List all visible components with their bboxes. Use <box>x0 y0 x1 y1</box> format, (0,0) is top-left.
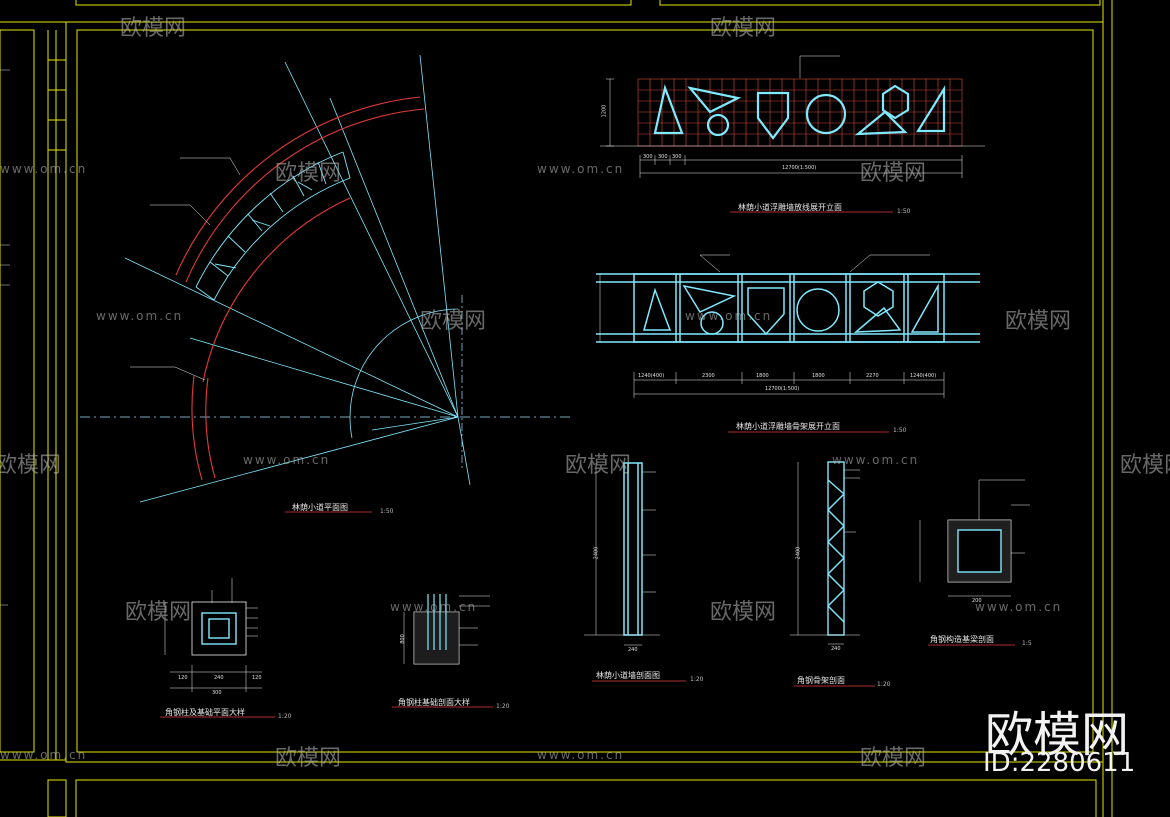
wall-section-scale: 1:20 <box>690 676 704 683</box>
watermark-url: www.om.cn <box>243 453 331 467</box>
wall-section-title: 林荫小道墙剖面图 <box>596 671 660 680</box>
elev2-seg-dim: 1240(400) <box>910 373 937 379</box>
plan-leader-lines <box>130 157 241 381</box>
watermark-brand: 欧模网 <box>710 16 777 41</box>
beam-section-title: 角钢构造基梁剖面 <box>930 635 994 644</box>
elev1-dim-lines <box>600 55 985 178</box>
elev1-title: 林荫小道浮雕墙放线展开立面 <box>738 203 842 212</box>
column-plan-dim: 300 <box>212 690 222 696</box>
column-section-scale: 1:20 <box>877 681 891 688</box>
foundation-section <box>392 594 493 708</box>
watermark-url: www.om.cn <box>537 162 625 176</box>
elev1-total-dim: 12700(1:500) <box>782 165 817 171</box>
column-section <box>790 461 875 687</box>
watermark-brand: 欧模网 <box>0 453 62 478</box>
column-plan-title: 角钢柱及基础平面大样 <box>165 708 245 717</box>
plan-walkway-red <box>175 96 425 481</box>
elev1-shapes <box>653 84 946 140</box>
beam-section-width-dim: 200 <box>972 598 982 604</box>
elev2-total-dim: 12700(1:500) <box>765 386 800 392</box>
watermark-url: www.om.cn <box>975 600 1063 614</box>
left-sheet-fragments <box>0 69 10 606</box>
elev1-seg-dim: 300 <box>643 154 653 160</box>
foundation-scale: 1:20 <box>496 703 510 710</box>
watermark-brand: 欧模网 <box>275 161 342 186</box>
elev2-seg-dim: 1240(400) <box>638 373 665 379</box>
wall-section <box>584 462 686 682</box>
plan-drawing <box>80 54 570 513</box>
elevation-2 <box>596 254 980 433</box>
column-section-title: 角钢骨架剖面 <box>797 676 845 685</box>
elev2-title: 林荫小道浮雕墙骨架展开立面 <box>736 422 840 431</box>
wall-section-height-dim: 2400 <box>593 546 600 560</box>
watermark-url: www.om.cn <box>537 748 625 762</box>
top-sheet-edges <box>75 0 1101 817</box>
watermark-brand: 欧模网 <box>1005 309 1072 334</box>
elev2-seg-dim: 1800 <box>756 373 769 379</box>
watermark-brand: 欧模网 <box>710 600 777 625</box>
watermark-url: www.om.cn <box>0 162 88 176</box>
image-id-text: ID:2280611 <box>983 748 1136 778</box>
elev2-scale: 1:50 <box>893 427 907 434</box>
elev2-seg-dim: 2300 <box>702 373 715 379</box>
beam-section <box>919 479 1030 646</box>
column-base-plan <box>160 578 275 718</box>
beam-section-scale: 1:5 <box>1022 640 1032 647</box>
watermark-brand: 欧模网 <box>1120 453 1170 478</box>
elev1-grid <box>637 78 963 147</box>
brand-logo-text: 欧模网 <box>985 707 1130 763</box>
column-plan-scale: 1:20 <box>278 713 292 720</box>
watermark-url: www.om.cn <box>0 748 88 762</box>
foundation-height-dim: 800 <box>399 634 406 644</box>
column-plan-dim: 120 <box>252 675 262 681</box>
elev1-scale: 1:50 <box>897 208 911 215</box>
column-plan-dim: 240 <box>214 675 224 681</box>
plan-wall-cyan <box>195 151 351 301</box>
watermark-brand: 欧模网 <box>860 161 927 186</box>
column-section-width-dim: 240 <box>831 646 841 652</box>
elev1-seg-dim: 300 <box>672 154 682 160</box>
elev2-seg-dim: 2270 <box>866 373 879 379</box>
elevation-1 <box>600 55 985 213</box>
left-title-strip <box>0 29 67 817</box>
elev1-seg-dim: 300 <box>658 154 668 160</box>
watermark-brand: 欧模网 <box>420 309 487 334</box>
column-section-height-dim: 2400 <box>795 546 802 560</box>
plan-radial-lines <box>124 54 471 503</box>
plan-title: 林荫小道平面图 <box>292 503 348 512</box>
plan-angle-arc <box>349 308 459 439</box>
elev2-frame <box>596 273 980 343</box>
watermark-url: www.om.cn <box>685 309 773 323</box>
watermark-brand: 欧模网 <box>860 746 927 771</box>
wall-section-width-dim: 240 <box>628 647 638 653</box>
watermark-url: www.om.cn <box>832 453 920 467</box>
elev2-infill <box>643 281 939 336</box>
watermark-url: www.om.cn <box>390 600 478 614</box>
sheet-frame <box>0 0 1113 817</box>
watermark-brand: 欧模网 <box>120 16 187 41</box>
watermark-brand: 欧模网 <box>565 453 632 478</box>
column-plan-dim: 120 <box>178 675 188 681</box>
elev2-seg-dim: 1800 <box>812 373 825 379</box>
foundation-title: 角钢柱基础剖面大样 <box>398 698 470 707</box>
elev2-dim-lines <box>599 254 945 398</box>
watermark-brand: 欧模网 <box>125 600 192 625</box>
elev1-height-dim: 1200 <box>601 104 608 118</box>
plan-scale: 1:50 <box>380 508 394 515</box>
watermark-brand: 欧模网 <box>275 746 342 771</box>
watermark-url: www.om.cn <box>96 309 184 323</box>
